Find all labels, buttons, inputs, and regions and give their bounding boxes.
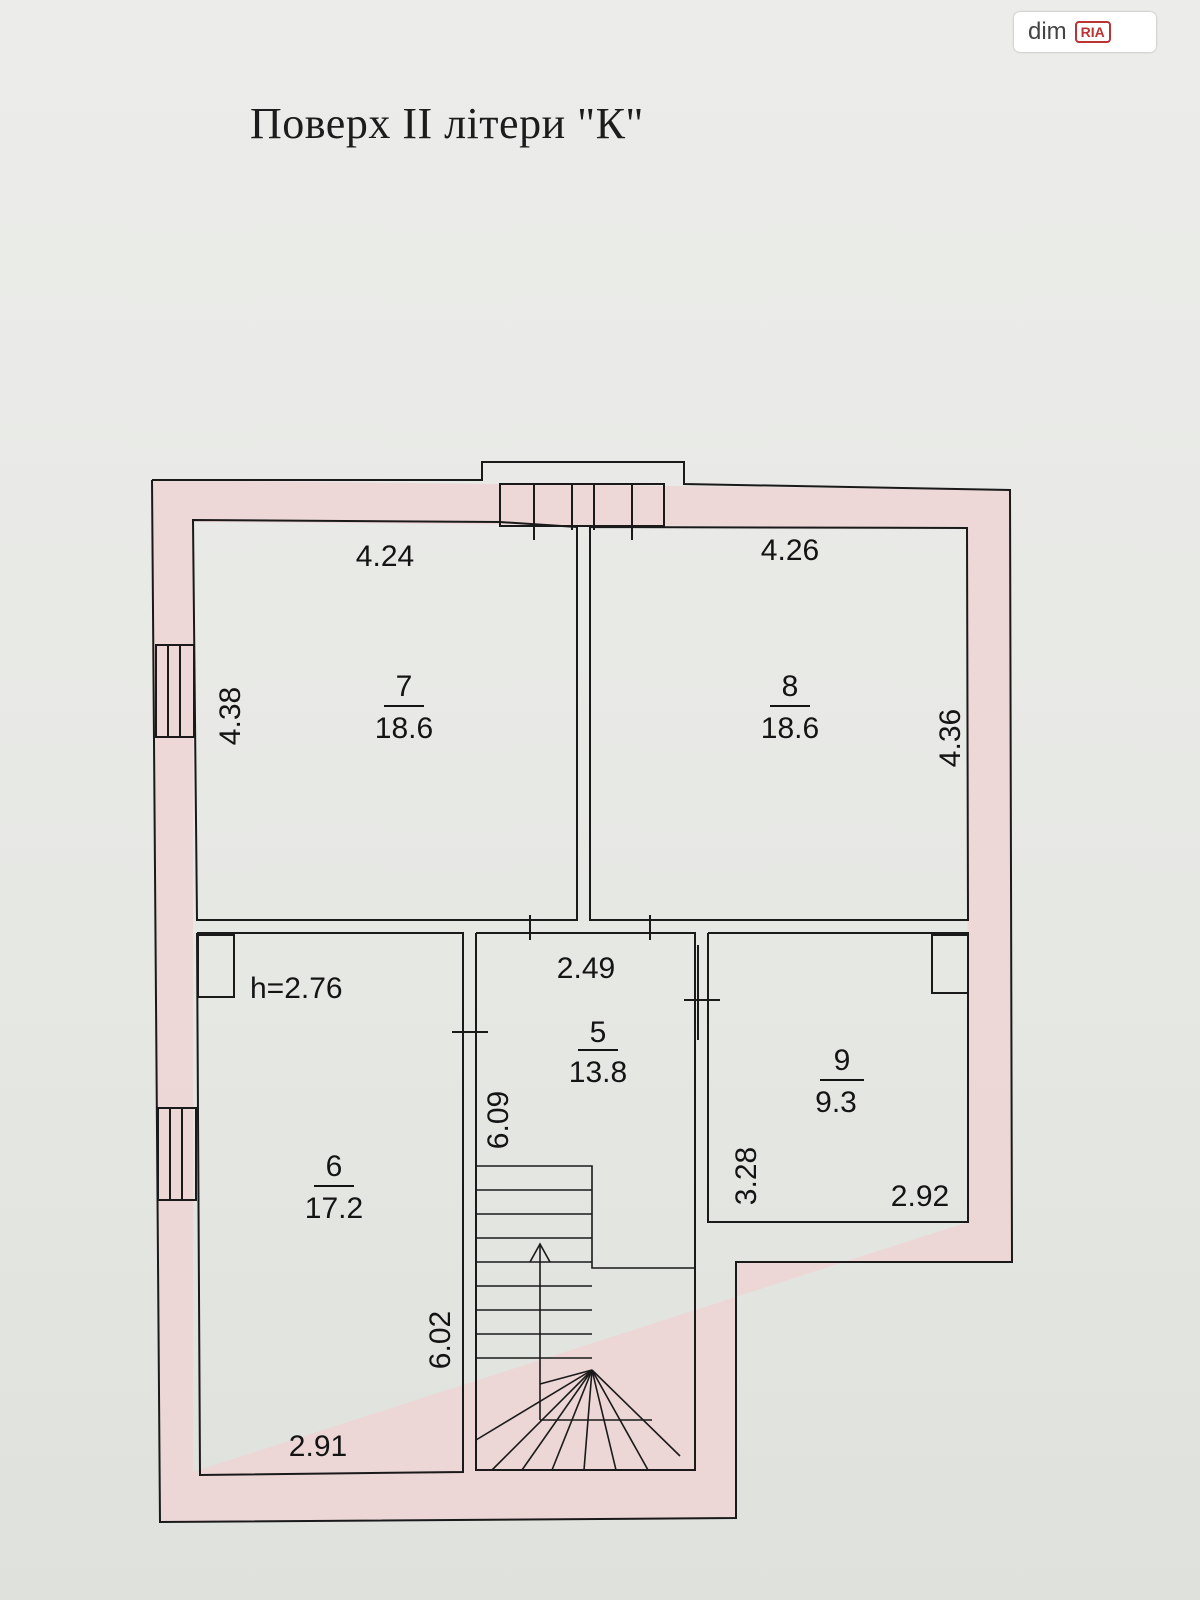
room-8-label: 8 18.6	[761, 670, 819, 745]
dim-r8-side: 4.36	[934, 709, 967, 767]
room-8-outline	[589, 526, 970, 921]
room-9-outline	[707, 932, 969, 1223]
staircase	[475, 1165, 695, 1471]
dim-r9-bottom: 2.92	[891, 1180, 949, 1213]
ceiling-height: h=2.76	[250, 972, 343, 1005]
room-9-label: 9 9.3	[815, 1044, 864, 1119]
watermark-logo: RIA	[1074, 21, 1111, 43]
watermark-badge: dim RIA	[1014, 12, 1156, 52]
room-8-area: 18.6	[761, 712, 819, 745]
dim-r7-side: 4.38	[214, 687, 247, 745]
room-6-label: 6 17.2	[305, 1150, 363, 1225]
watermark-text: dim	[1028, 18, 1067, 45]
room-9-area: 9.3	[815, 1086, 857, 1119]
room-5-number: 5	[590, 1016, 607, 1049]
room-7-area: 18.6	[375, 712, 433, 745]
left-window-upper	[155, 644, 195, 738]
dim-r9-side: 3.28	[730, 1147, 763, 1205]
left-window-lower	[157, 1107, 197, 1201]
room-5-label: 5 13.8	[569, 1016, 627, 1089]
room-5-outline	[475, 932, 696, 1471]
room-6-area: 17.2	[305, 1192, 363, 1225]
room-7-label: 7 18.6	[375, 670, 433, 745]
room-9-number: 9	[834, 1044, 851, 1077]
room-6-number: 6	[326, 1150, 343, 1183]
room-5-area: 13.8	[569, 1056, 627, 1089]
chimney-right	[931, 934, 969, 994]
dim-r6-side: 6.02	[424, 1311, 457, 1369]
outer-wall	[151, 461, 1014, 1524]
room-8-number: 8	[782, 670, 799, 703]
room-7-number: 7	[396, 670, 413, 703]
page-title: Поверх ІІ літери "К"	[250, 99, 644, 148]
dim-r5-top: 2.49	[557, 952, 615, 985]
door-marks	[452, 915, 720, 1060]
chimney-left	[197, 934, 235, 998]
room-6-outline	[196, 932, 464, 1477]
dim-r8-top: 4.26	[761, 534, 819, 567]
dim-r5-side: 6.09	[482, 1091, 515, 1149]
dim-r7-top: 4.24	[356, 540, 414, 573]
dim-r6-bottom: 2.91	[289, 1430, 347, 1463]
top-window	[499, 483, 665, 540]
